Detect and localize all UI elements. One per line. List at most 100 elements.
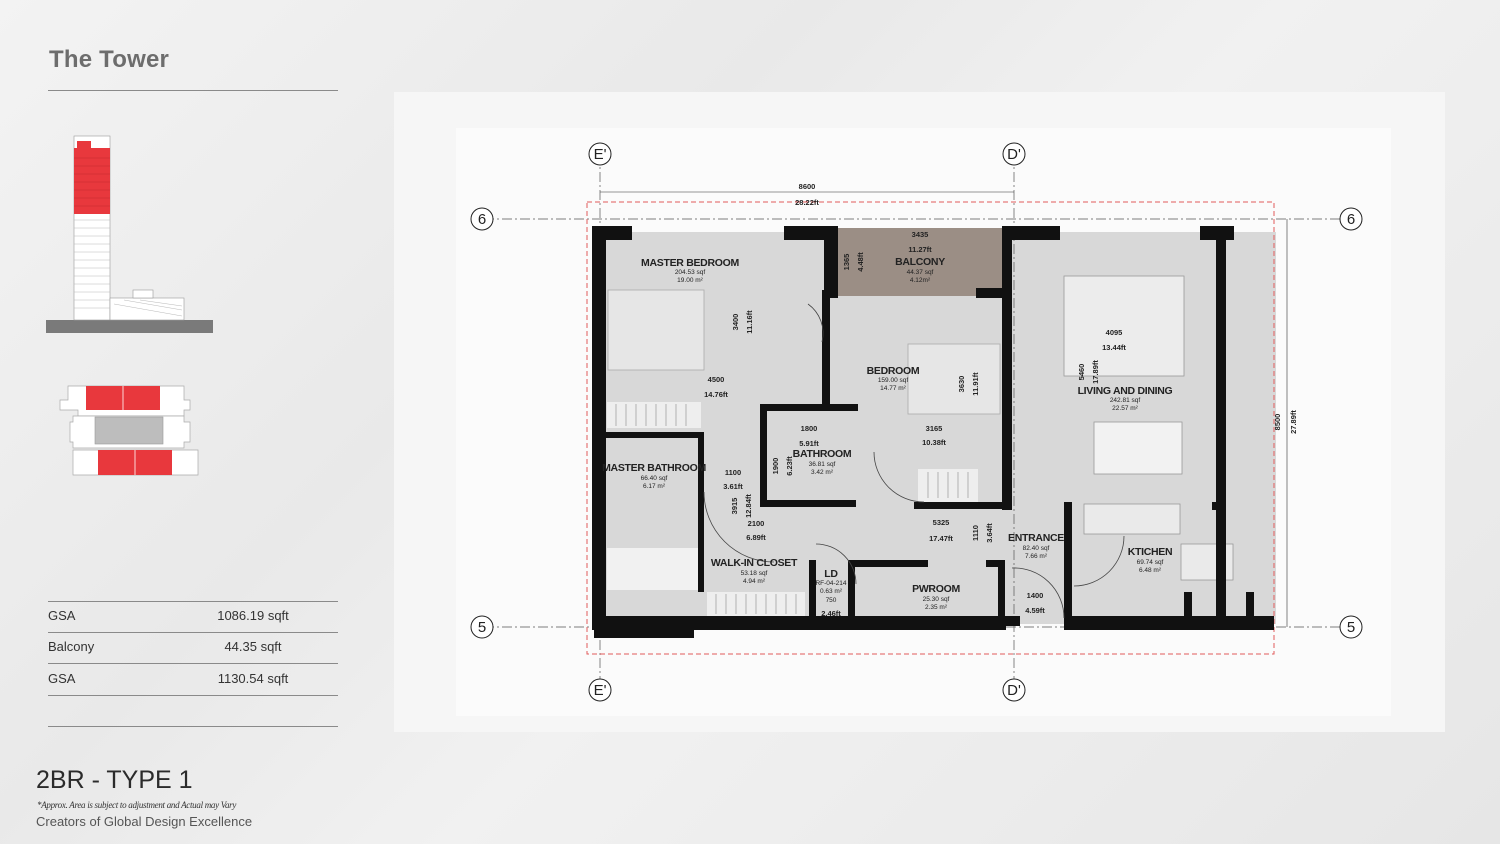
balcony-dim-ft: 11.27ft xyxy=(908,245,932,254)
key-plan xyxy=(59,385,199,476)
entrance-dim-ft: 17.47ft xyxy=(929,534,953,543)
overall-dim-right-mm: 8500 xyxy=(1273,414,1282,431)
balcony-area-sqft: 44.37 sqf xyxy=(907,269,934,276)
entrance-name: ENTRANCE xyxy=(1008,532,1064,544)
area-value: 1130.54 sqft xyxy=(217,671,289,686)
bedroom-side-mm: 3630 xyxy=(957,376,966,393)
living-side-mm: 5460 xyxy=(1077,364,1086,381)
floor-plan-panel: E' D' 6 6 5 5 E' D' 8600 28.22ft 8500 27… xyxy=(394,92,1445,732)
living-area-m2: 22.57 m² xyxy=(1112,405,1138,412)
tagline: Creators of Global Design Excellence xyxy=(36,814,253,829)
closet-dim-mm: 2100 xyxy=(748,519,765,528)
area-table-bottom-rule xyxy=(48,726,338,727)
area-label: GSA xyxy=(48,608,76,623)
grid-label-left-top: 6 xyxy=(478,211,486,228)
bedroom-dim-mm: 3165 xyxy=(926,424,943,433)
master-bathroom-name: MASTER BATHROOM xyxy=(602,462,706,474)
area-divider xyxy=(48,695,338,696)
master-bathroom-area-sqft: 66.40 sqf xyxy=(641,475,668,482)
area-row-gsa-total: GSA 1130.54 sqft xyxy=(48,664,338,695)
entrance-area-sqft: 82.40 sqf xyxy=(1023,545,1050,552)
entrance-door-ft: 4.59ft xyxy=(1025,606,1045,615)
title-divider xyxy=(48,90,338,91)
bedroom-area-m2: 14.77 m² xyxy=(880,385,906,392)
tower-elevation xyxy=(46,135,213,333)
area-value: 1086.19 sqft xyxy=(217,608,289,623)
balcony-dim-mm: 3435 xyxy=(912,230,929,239)
bathroom-area-sqft: 36.81 sqf xyxy=(809,461,836,468)
overall-dim-top-mm: 8600 xyxy=(799,182,816,191)
powder-room-name: PWROOM xyxy=(912,583,960,595)
master-bedroom-dim-mm: 4500 xyxy=(708,375,725,384)
bathroom-area-m2: 3.42 m² xyxy=(811,469,834,476)
grid-label-top-left: E' xyxy=(594,146,607,163)
master-bedroom-side-mm: 3400 xyxy=(731,314,740,331)
living-side-ft: 17.89ft xyxy=(1091,360,1100,384)
closet-dim-ft: 6.89ft xyxy=(746,533,766,542)
ld-dim-mm: 750 xyxy=(826,597,837,604)
kitchen-area-sqft: 69.74 sqf xyxy=(1137,559,1164,566)
area-divider xyxy=(48,663,338,664)
bathroom-side-ft: 6.23ft xyxy=(785,456,794,476)
bedroom-name: BEDROOM xyxy=(867,365,920,377)
bathroom-name: BATHROOM xyxy=(793,448,852,460)
floor-plan: E' D' 6 6 5 5 E' D' 8600 28.22ft 8500 27… xyxy=(456,128,1391,716)
entrance-side-ft: 3.64ft xyxy=(985,523,994,543)
area-row-gsa: GSA 1086.19 sqft xyxy=(48,601,338,632)
entrance-area-m2: 7.66 m² xyxy=(1025,553,1048,560)
bedroom-dim-ft: 10.38ft xyxy=(922,438,946,447)
master-bedroom-side-ft: 11.16ft xyxy=(745,310,754,334)
master-bedroom-dim-ft: 14.76ft xyxy=(704,390,728,399)
balcony-side-ft: 4.48ft xyxy=(856,252,865,272)
master-bathroom-side-ft: 12.84ft xyxy=(744,494,753,518)
master-bathroom-side-mm: 3915 xyxy=(730,498,739,515)
grid-label-bottom-left: E' xyxy=(594,682,607,699)
entrance-door-mm: 1400 xyxy=(1027,591,1044,600)
bedroom-side-ft: 11.91ft xyxy=(971,372,980,396)
closet-area-sqft: 53.18 sqf xyxy=(741,570,768,577)
living-dim-ft: 13.44ft xyxy=(1102,343,1126,352)
bathroom-side-mm: 1900 xyxy=(771,458,780,475)
balcony-name: BALCONY xyxy=(895,256,945,268)
ld-dim-ft: 2.46ft xyxy=(821,609,841,618)
overall-dim-right-ft: 27.89ft xyxy=(1289,410,1298,434)
balcony-side-mm: 1365 xyxy=(842,254,851,271)
master-bathroom-dim-ft: 3.61ft xyxy=(723,482,743,491)
overall-dim-top-ft: 28.22ft xyxy=(795,198,819,207)
area-table-top-rule xyxy=(48,601,338,602)
master-bathroom-area-m2: 6.17 m² xyxy=(643,483,666,490)
ld-area-m2: 0.63 m² xyxy=(820,588,843,595)
living-name: LIVING AND DINING xyxy=(1078,385,1173,397)
powder-room-area-m2: 2.35 m² xyxy=(925,604,948,611)
area-label: GSA xyxy=(48,671,76,686)
grid-label-right-top: 6 xyxy=(1347,211,1355,228)
master-bathroom-dim-mm: 1100 xyxy=(725,468,741,477)
master-bedroom-area-sqft: 204.53 sqf xyxy=(675,269,706,276)
kitchen-name: KTICHEN xyxy=(1128,546,1173,558)
area-value: 44.35 sqft xyxy=(224,639,282,654)
bedroom-area-sqft: 159.00 sqf xyxy=(878,377,909,384)
grid-label-bottom-right: D' xyxy=(1007,682,1021,699)
balcony-area-m2: 4.12m² xyxy=(910,277,931,284)
bathroom-dim-ft: 5.91ft xyxy=(799,439,819,448)
closet-area-m2: 4.94 m² xyxy=(743,578,766,585)
ld-code: RF-04-214 xyxy=(815,580,846,587)
entrance-dim-mm: 5325 xyxy=(933,518,950,527)
bathroom-dim-mm: 1800 xyxy=(801,424,818,433)
area-divider xyxy=(48,632,338,633)
project-title: The Tower xyxy=(49,46,170,73)
entrance-side-mm: 1110 xyxy=(971,525,980,541)
unit-type-title: 2BR - TYPE 1 xyxy=(36,766,193,794)
area-label: Balcony xyxy=(48,639,95,654)
grid-label-top-right: D' xyxy=(1007,146,1021,163)
closet-name: WALK-IN CLOSET xyxy=(711,557,798,569)
area-row-balcony: Balcony 44.35 sqft xyxy=(48,632,338,663)
kitchen-area-m2: 6.48 m² xyxy=(1139,567,1162,574)
master-bedroom-name: MASTER BEDROOM xyxy=(641,257,739,269)
disclaimer-note: *Approx. Area is subject to adjustment a… xyxy=(37,800,237,810)
master-bedroom-area-m2: 19.00 m² xyxy=(677,277,703,284)
living-dim-mm: 4095 xyxy=(1106,328,1123,337)
powder-room-area-sqft: 25.30 sqf xyxy=(923,596,950,603)
ld-name: LD xyxy=(824,568,838,580)
grid-label-left-bottom: 5 xyxy=(478,619,486,636)
